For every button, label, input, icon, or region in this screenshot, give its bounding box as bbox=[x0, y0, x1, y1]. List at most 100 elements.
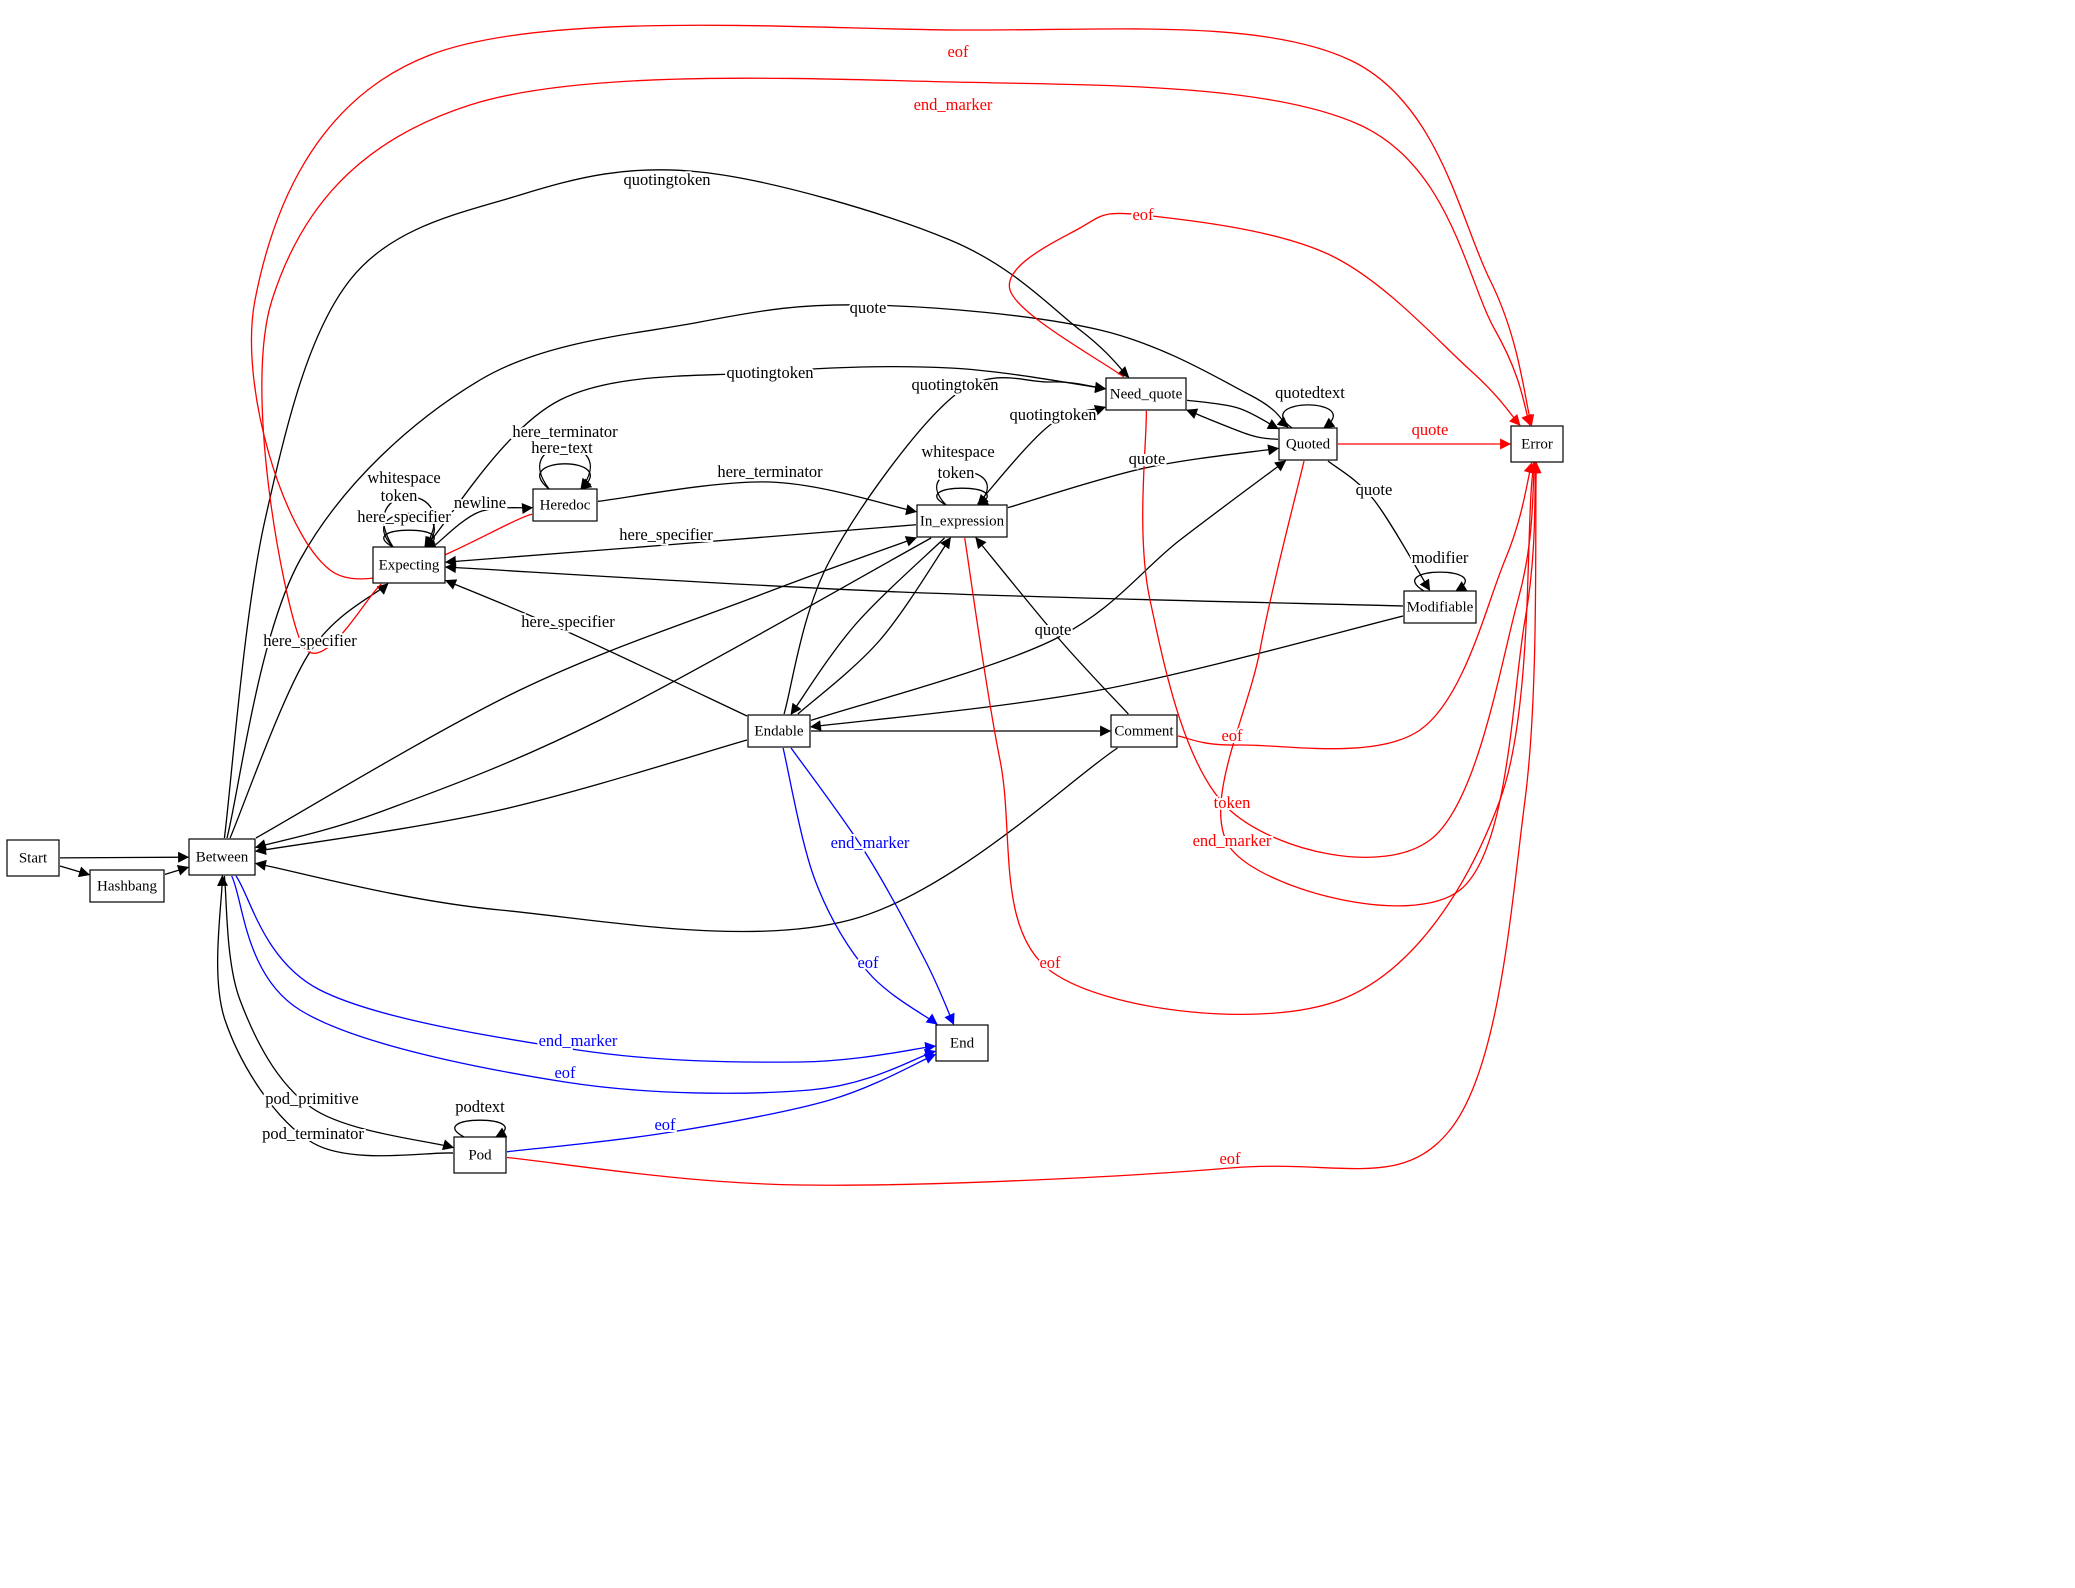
edge-Comment-In_expression bbox=[975, 537, 1129, 715]
edge-Start-Between bbox=[59, 851, 190, 863]
state-node-Quoted: Quoted bbox=[1278, 427, 1338, 461]
state-box-Between bbox=[188, 838, 256, 876]
state-box-Endable bbox=[747, 714, 811, 748]
edge-label-whitespace: whitespace bbox=[921, 442, 994, 461]
edge-label-token: token bbox=[381, 486, 418, 505]
state-node-Need_quote: Need_quote bbox=[1105, 377, 1187, 411]
edge-Hashbang-Between bbox=[164, 865, 190, 876]
edge-Expecting-Need_quote-quotingtoken bbox=[425, 365, 1107, 547]
edge-label-eof: eof bbox=[554, 1063, 576, 1082]
edge-Between-End-eof bbox=[231, 875, 937, 1094]
edge-label-pod_primitive: pod_primitive bbox=[265, 1089, 359, 1108]
state-node-In_expression: In_expression bbox=[916, 504, 1008, 538]
edge-label-here_text: here_text bbox=[531, 438, 593, 457]
edge-In_expression-Endable bbox=[790, 537, 945, 715]
edge-Quoted-Quoted-quotedtext bbox=[1282, 404, 1336, 429]
edge-label-quotedtext: quotedtext bbox=[1275, 383, 1345, 402]
edge-Expecting-Expecting-here_specifier bbox=[383, 529, 437, 548]
edge-label-here_specifier: here_specifier bbox=[357, 507, 451, 526]
edge-In_expression-Error-eof bbox=[964, 450, 1539, 1016]
state-label-Start: Start bbox=[19, 850, 48, 866]
state-label-Comment: Comment bbox=[1114, 723, 1174, 739]
edge-Need_quote-Error-token bbox=[1142, 410, 1539, 858]
edge-Pod-Error-eof bbox=[506, 461, 1542, 1186]
edge-label-modifier: modifier bbox=[1412, 548, 1469, 567]
edge-label-quotingtoken: quotingtoken bbox=[1009, 405, 1096, 424]
edge-label-whitespace: whitespace bbox=[367, 468, 440, 487]
edge-Endable-Expecting-here_specifier bbox=[444, 579, 748, 717]
state-node-Pod: Pod bbox=[453, 1136, 507, 1174]
edge-Heredoc-Error-eof bbox=[250, 24, 1535, 580]
state-node-Hashbang: Hashbang bbox=[89, 869, 165, 903]
state-node-Modifiable: Modifiable bbox=[1403, 590, 1477, 624]
state-node-Expecting: Expecting bbox=[372, 546, 446, 584]
edge-label-here_terminator: here_terminator bbox=[512, 422, 618, 441]
edge-Between-Expecting-here_specifier bbox=[229, 583, 389, 839]
edge-Heredoc-Heredoc-here_terminator bbox=[539, 446, 592, 490]
edge-label-quote: quote bbox=[1129, 449, 1166, 468]
edge-Between-Pod-pod_primitive bbox=[223, 875, 455, 1151]
edge-Endable-End-end_marker bbox=[790, 747, 955, 1026]
edge-Pod-End-eof bbox=[506, 1053, 937, 1153]
state-label-Endable: Endable bbox=[754, 723, 803, 739]
edge-Expecting-Expecting-token bbox=[383, 512, 436, 548]
edge-Comment-Error-eof bbox=[1177, 461, 1535, 750]
state-node-Heredoc: Heredoc bbox=[532, 488, 598, 522]
state-node-Error: Error bbox=[1510, 425, 1564, 463]
state-label-Between: Between bbox=[196, 849, 249, 865]
edge-label-end_marker: end_marker bbox=[539, 1031, 618, 1050]
state-node-Comment: Comment bbox=[1110, 714, 1178, 748]
state-box-In_expression bbox=[916, 504, 1008, 538]
state-box-Quoted bbox=[1278, 427, 1338, 461]
state-box-Need_quote bbox=[1105, 377, 1187, 411]
edge-label-end_marker: end_marker bbox=[914, 95, 993, 114]
edge-In_expression-Expecting-here_specifier bbox=[444, 524, 917, 567]
state-label-Hashbang: Hashbang bbox=[97, 878, 157, 894]
edge-label-quote: quote bbox=[1356, 480, 1393, 499]
edge-label-pod_terminator: pod_terminator bbox=[262, 1124, 364, 1143]
state-label-Heredoc: Heredoc bbox=[540, 497, 591, 513]
state-box-Error bbox=[1510, 425, 1564, 463]
edge-label-here_specifier: here_specifier bbox=[521, 612, 615, 631]
edge-Modifiable-Modifiable-modifier bbox=[1414, 571, 1468, 592]
edge-Need_quote-Quoted bbox=[1186, 399, 1279, 430]
edge-Pod-Pod-podtext bbox=[454, 1119, 508, 1138]
edge-label-end_marker: end_marker bbox=[831, 833, 910, 852]
edge-In_expression-In_expression-whitespace bbox=[936, 470, 989, 506]
state-box-Start bbox=[6, 839, 60, 877]
edge-Quoted-Modifiable-quote bbox=[1327, 460, 1431, 591]
state-label-Need_quote: Need_quote bbox=[1110, 386, 1183, 402]
edge-Expecting-Heredoc-newline bbox=[433, 503, 534, 547]
edge-In_expression-Between bbox=[254, 537, 932, 850]
edge-Quoted-Error-end_marker bbox=[1219, 460, 1541, 907]
edge-Endable-Between bbox=[254, 739, 748, 856]
edge-label-eof: eof bbox=[1219, 1149, 1241, 1168]
edge-Heredoc-In_expression-here_terminator bbox=[597, 481, 918, 516]
edge-Start-Hashbang bbox=[59, 865, 91, 878]
state-box-Expecting bbox=[372, 546, 446, 584]
edge-Between-In_expression bbox=[255, 536, 918, 839]
edge-Between-End-end_marker bbox=[235, 875, 937, 1063]
state-label-Pod: Pod bbox=[468, 1147, 492, 1163]
edge-label-quotingtoken: quotingtoken bbox=[623, 170, 710, 189]
edge-Endable-Need_quote-quotingtoken bbox=[783, 377, 1107, 715]
edge-label-eof: eof bbox=[1039, 953, 1061, 972]
edge-label-here_specifier: here_specifier bbox=[263, 631, 357, 650]
edge-label-quotingtoken: quotingtoken bbox=[911, 375, 998, 394]
state-node-Start: Start bbox=[6, 839, 60, 877]
edge-Endable-In_expression bbox=[797, 537, 951, 715]
edge-label-end_marker: end_marker bbox=[1193, 831, 1272, 850]
edge-label-layer: here_specifier quotingtoken quote pod_primi… bbox=[260, 40, 1471, 1170]
edge-Expecting-Error-end_marker bbox=[261, 77, 1532, 654]
state-label-Expecting: Expecting bbox=[379, 557, 440, 573]
state-box-End bbox=[935, 1024, 989, 1062]
state-box-Heredoc bbox=[532, 488, 598, 522]
edge-label-newline: newline bbox=[454, 493, 506, 512]
state-label-Modifiable: Modifiable bbox=[1407, 599, 1474, 615]
edge-label-eof: eof bbox=[654, 1115, 676, 1134]
edge-Pod-Between-pod_terminator bbox=[216, 874, 454, 1157]
edge-label-quote: quote bbox=[1412, 420, 1449, 439]
